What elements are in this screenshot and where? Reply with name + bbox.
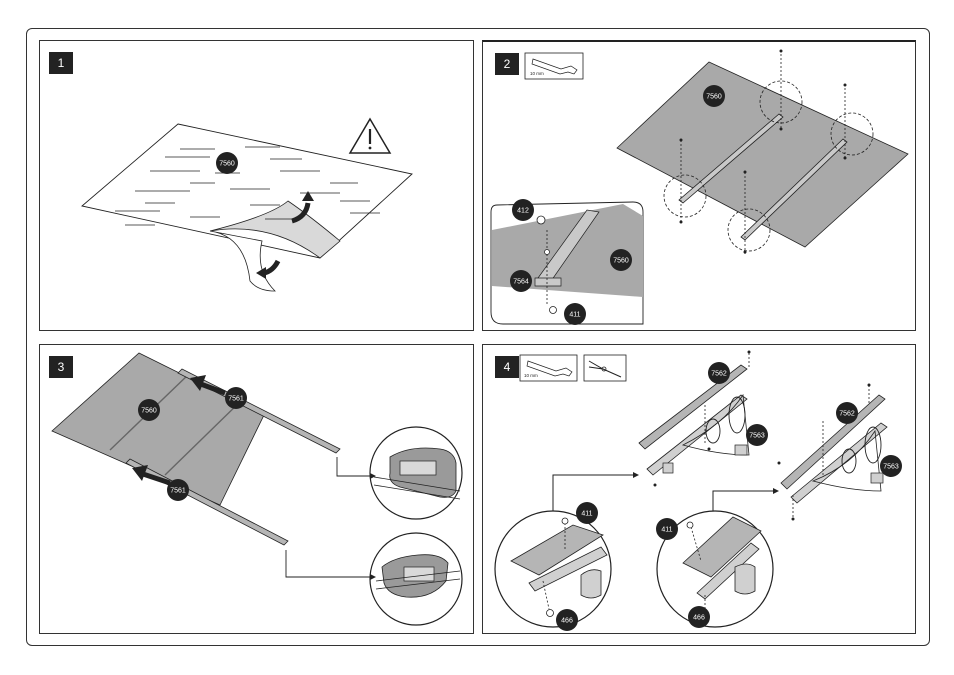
part-label-7560: 7560 <box>216 152 238 174</box>
screw-guide-lines <box>704 353 870 517</box>
detail-circles <box>663 80 874 252</box>
part-label-7564: 7564 <box>510 270 532 292</box>
part-label-7561: 7561 <box>225 387 247 409</box>
part-label-7560: 7560 <box>138 399 160 421</box>
bracket-assembly-right <box>780 394 888 504</box>
svg-text:7561: 7561 <box>170 488 186 495</box>
arrow-icon <box>263 259 281 276</box>
arrow-icon <box>256 267 266 279</box>
detail-circle-top <box>369 426 463 520</box>
svg-text:7562: 7562 <box>711 371 727 378</box>
detail-circle-bottom <box>369 532 463 626</box>
arrow-icon <box>285 457 370 578</box>
arrow-icon <box>370 574 376 580</box>
polycarbonate-sheet <box>616 61 909 248</box>
rails <box>678 113 848 241</box>
part-label-7560: 7560 <box>703 85 725 107</box>
arrow-icon <box>291 202 311 224</box>
part-label-466: 466 <box>688 606 710 628</box>
arrow-icon <box>132 465 171 486</box>
part-label-7563: 7563 <box>746 424 768 446</box>
part-label-412: 412 <box>512 199 534 221</box>
part-label-7563: 7563 <box>880 455 902 477</box>
svg-text:7562: 7562 <box>839 411 855 418</box>
detail-circle-right <box>656 510 774 628</box>
step-2-panel: 2 10 mm <box>482 40 916 331</box>
arrow-icon <box>773 488 779 494</box>
step-4-illustration: 10 mm <box>494 350 902 631</box>
svg-text:411: 411 <box>661 527 672 534</box>
polycarbonate-sheet <box>51 352 265 506</box>
warning-triangle-icon <box>348 117 392 154</box>
step-3-panel: 3 <box>39 344 474 634</box>
arrow-icon <box>302 191 314 201</box>
bracket-assembly-left <box>638 364 750 476</box>
screw-guide-lines <box>680 50 846 254</box>
svg-text:412: 412 <box>517 208 529 215</box>
part-label-7562: 7562 <box>836 402 858 424</box>
sheet-texture-lines <box>115 146 380 226</box>
step-2-number: 2 <box>495 53 519 75</box>
arrow-icon <box>190 375 226 396</box>
part-label-411: 411 <box>576 502 598 524</box>
step-2-illustration: 10 mm <box>490 49 909 325</box>
step-4-panel: 4 10 mm <box>482 344 916 634</box>
part-label-466: 466 <box>556 609 578 631</box>
screws <box>653 350 871 521</box>
svg-text:7560: 7560 <box>613 258 629 265</box>
step-1-panel: 1 7 <box>39 40 474 331</box>
svg-text:7564: 7564 <box>513 279 529 286</box>
svg-text:7560: 7560 <box>706 94 722 101</box>
svg-text:7561: 7561 <box>228 396 244 403</box>
svg-text:7560: 7560 <box>141 408 157 415</box>
part-label-7560-inset: 7560 <box>610 249 632 271</box>
svg-text:7563: 7563 <box>749 433 765 440</box>
part-label-7562: 7562 <box>708 362 730 384</box>
svg-text:466: 466 <box>561 618 573 625</box>
svg-text:10 mm: 10 mm <box>524 373 538 378</box>
step-1-number: 1 <box>49 52 73 74</box>
protective-film-underside <box>209 230 276 292</box>
pliers-icon <box>583 354 627 382</box>
detail-inset <box>490 201 644 325</box>
svg-text:466: 466 <box>693 615 705 622</box>
svg-text:411: 411 <box>581 511 592 518</box>
detail-circle-left <box>494 510 612 628</box>
step-1-illustration: 7560 <box>81 117 413 292</box>
rail-line <box>164 396 246 476</box>
arrow-icon <box>633 472 639 478</box>
svg-text:7560: 7560 <box>219 161 235 168</box>
step-3-illustration: 7561 7560 7561 <box>51 352 463 626</box>
wrench-icon: 10 mm <box>519 354 578 382</box>
part-label-411: 411 <box>656 518 678 540</box>
protective-film-peel <box>209 200 341 259</box>
svg-text:7563: 7563 <box>883 464 899 471</box>
arrow-icon <box>370 473 376 479</box>
svg-text:10 mm: 10 mm <box>530 71 544 76</box>
instruction-sheet <box>26 28 930 646</box>
svg-text:411: 411 <box>569 312 580 319</box>
part-label-411: 411 <box>564 303 586 325</box>
part-label-7561: 7561 <box>167 479 189 501</box>
step-3-number: 3 <box>49 356 73 378</box>
screws <box>679 49 847 254</box>
step-4-number: 4 <box>495 356 519 378</box>
wrench-icon: 10 mm <box>524 52 584 80</box>
